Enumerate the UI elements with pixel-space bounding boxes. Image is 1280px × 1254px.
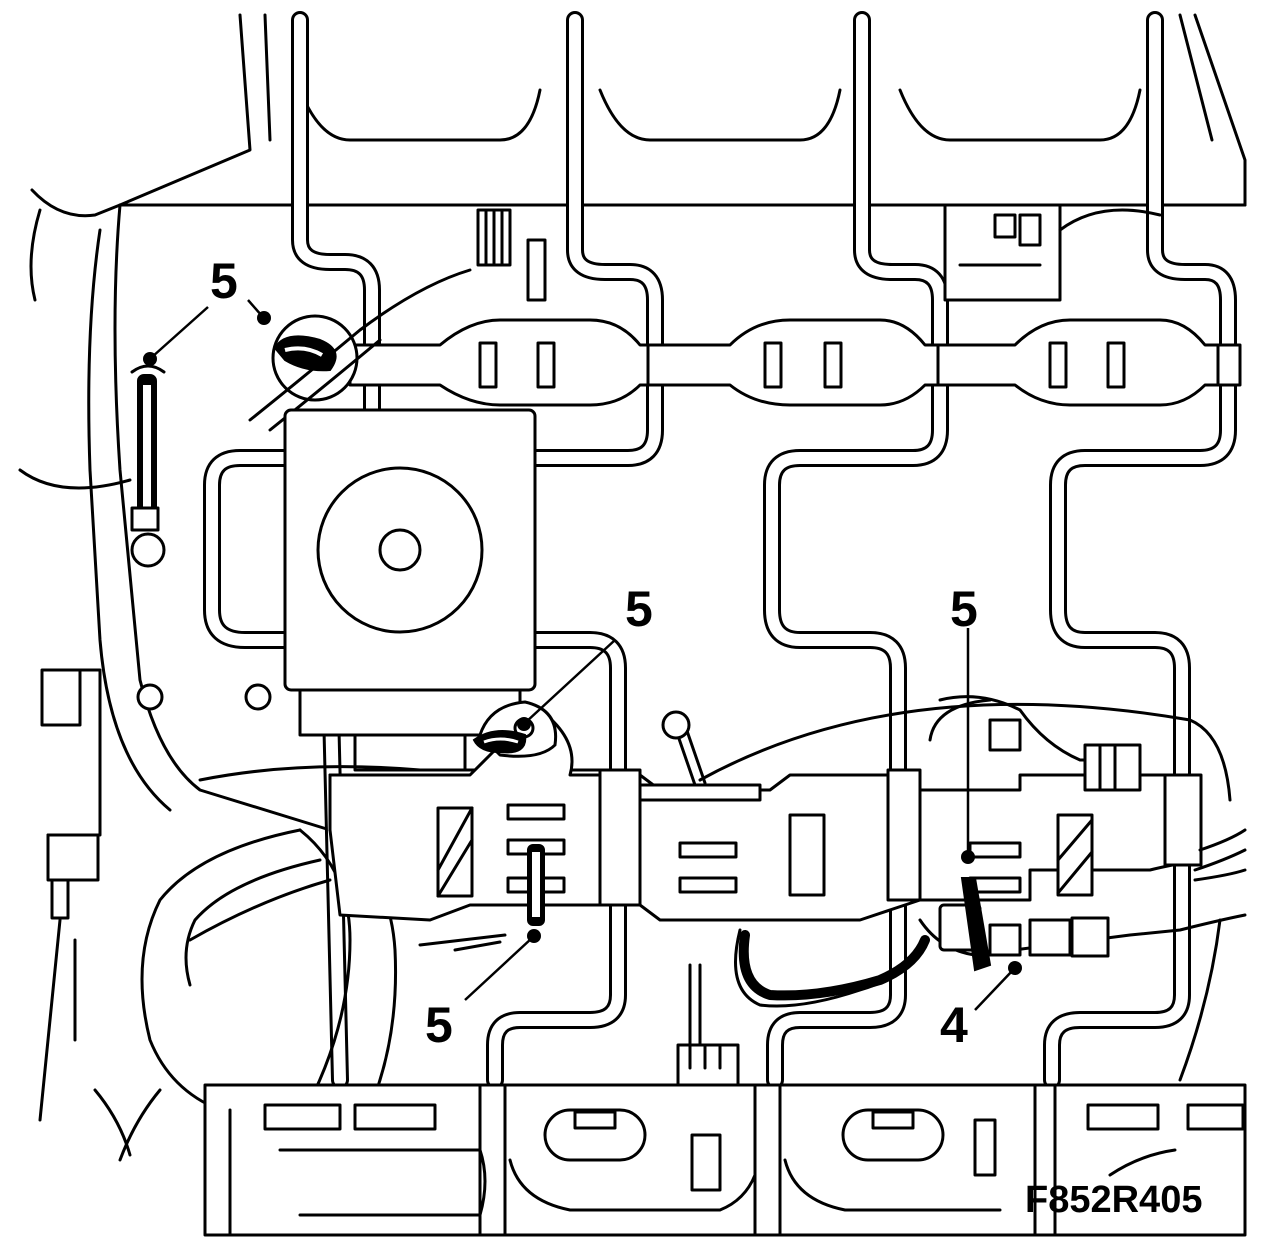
upper-strap (348, 318, 1242, 407)
upper-left-grommet (248, 268, 472, 432)
callout-label-5-lower: 5 (425, 997, 453, 1053)
seat-motor (136, 408, 537, 772)
top-connectors (476, 203, 1162, 302)
lower-left-tie (527, 844, 545, 926)
left-lower-bracket (38, 668, 102, 1122)
seat-frame-outline (18, 13, 1247, 832)
motor-mount-clip (472, 700, 558, 758)
right-harness (734, 695, 1247, 1008)
background-arc (698, 702, 1232, 1082)
figure-reference: F852R405 (1025, 1179, 1202, 1221)
callout-label-5-right: 5 (950, 581, 978, 637)
left-wiring-loop (93, 765, 602, 1162)
callout-label-4: 4 (940, 997, 968, 1053)
callout-leaders (143, 299, 1022, 1011)
left-tie-wrap (130, 364, 166, 568)
bottom-rail (203, 1083, 1247, 1237)
adjustment-lever (638, 710, 762, 802)
callout-label-5-upper-left: 5 (210, 253, 238, 309)
callout-label-5-center: 5 (625, 581, 653, 637)
lower-connectors (418, 933, 740, 1087)
